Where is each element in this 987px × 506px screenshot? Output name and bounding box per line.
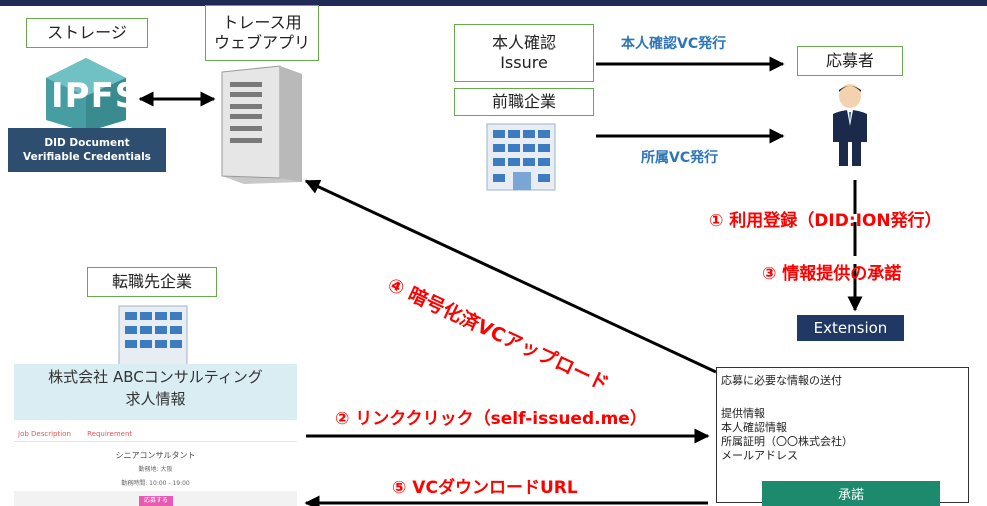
job-company-name: 株式会社 ABCコンサルティング <box>48 368 263 386</box>
new-employer-building-icon <box>118 305 188 367</box>
new-employer-label: 転職先企業 <box>111 272 192 291</box>
identity-issuer-label-line2: Issure <box>500 53 548 72</box>
ipfs-cube-icon <box>46 58 126 132</box>
consent-item-email: メールアドレス <box>721 449 798 462</box>
extension-label: Extension <box>813 319 888 337</box>
ipfs-caption: DID Document Verifiable Credentials <box>8 128 166 172</box>
job-tabs: Job Description Requirement <box>14 430 132 438</box>
approve-button-label: 承諾 <box>837 488 864 503</box>
job-position: シニアコンサルタント <box>115 451 196 460</box>
server-icon <box>221 65 302 184</box>
tab-requirement[interactable]: Requirement <box>87 430 133 438</box>
identity-vc-issue-label: 本人確認VC発行 <box>621 36 727 52</box>
applicant-label-box: 応募者 <box>797 46 903 76</box>
former-employer-label: 前職企業 <box>491 92 556 111</box>
top-banner <box>0 0 987 6</box>
vc-upload-arrow <box>304 179 717 374</box>
job-location: 勤務地: 大阪 <box>138 466 173 473</box>
consent-item-identity: 本人確認情報 <box>721 421 787 434</box>
consent-item-affiliation: 所属証明（〇〇株式会社） <box>721 435 853 448</box>
extension-box: Extension <box>797 315 904 341</box>
consent-dialog: 応募に必要な情報の送付 提供情報 本人確認情報 所属証明（〇〇株式会社） メール… <box>716 367 969 503</box>
storage-label: ストレージ <box>47 23 127 42</box>
step1-label: ① 利用登録（DID:ION発行） <box>709 211 942 231</box>
ipfs-caption-line2: Verifiable Credentials <box>23 151 151 163</box>
identity-issuer-label-line1: 本人確認 <box>491 33 556 52</box>
former-employer-box: 前職企業 <box>454 88 594 116</box>
consent-section: 提供情報 <box>721 407 765 420</box>
applicant-person-icon <box>833 84 867 166</box>
trace-app-label-box: トレース用 ウェブアプリ <box>205 5 319 61</box>
ipfs-logo-text: IPFS <box>51 76 141 116</box>
former-employer-building-icon <box>486 123 556 191</box>
affiliation-vc-issue-label: 所属VC発行 <box>641 150 719 166</box>
identity-issuer-box: 本人確認 Issure <box>454 24 594 82</box>
ipfs-caption-line1: DID Document <box>44 137 130 149</box>
new-employer-label-box: 転職先企業 <box>87 267 217 297</box>
step5-label: ⑤ VCダウンロードURL <box>392 478 578 498</box>
consent-title: 応募に必要な情報の送付 <box>721 374 842 387</box>
job-divider <box>14 441 297 442</box>
job-hours: 勤務時間: 10:00 - 19:00 <box>121 480 190 487</box>
job-page-header <box>14 364 297 420</box>
step3-label: ③ 情報提供の承諾 <box>762 264 902 284</box>
applicant-label: 応募者 <box>825 51 874 70</box>
trace-app-label-line1: トレース用 <box>222 13 302 32</box>
apply-button[interactable]: 応募する <box>139 496 173 506</box>
job-heading: 求人情報 <box>125 390 186 408</box>
step2-label: ② リンククリック（self-issued.me） <box>335 409 647 429</box>
tab-job-description[interactable]: Job Description <box>18 430 71 438</box>
trace-app-label-line2: ウェブアプリ <box>213 33 310 52</box>
approve-button[interactable]: 承諾 <box>762 481 940 506</box>
storage-label-box: ストレージ <box>26 18 148 48</box>
